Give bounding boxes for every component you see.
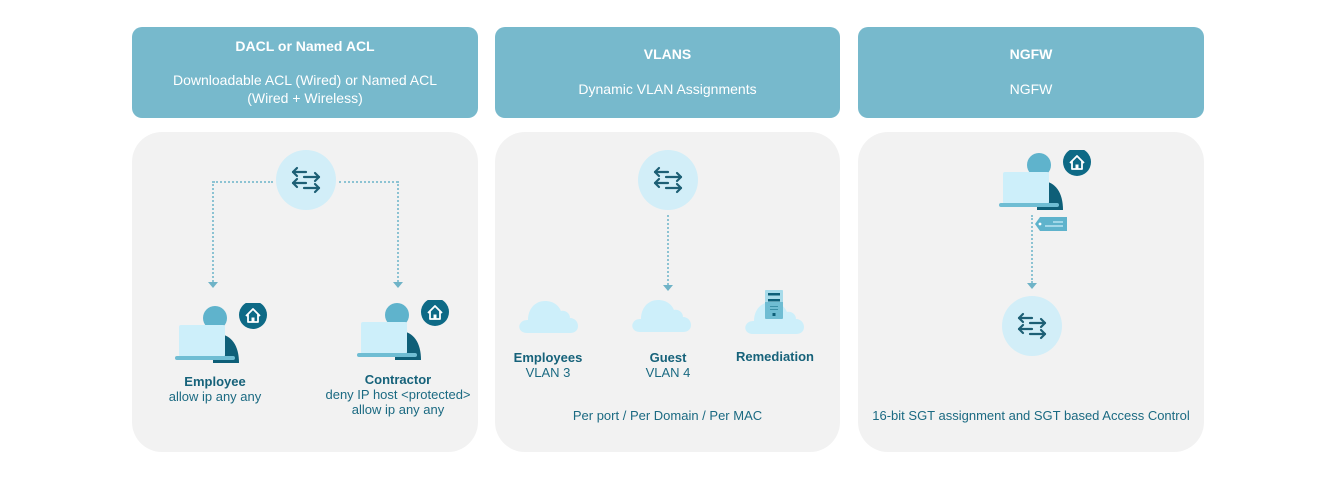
vlan-name: Employees (513, 350, 583, 365)
header-dacl: DACL or Named ACL Downloadable ACL (Wire… (132, 27, 478, 118)
header-ngfw-title: NGFW (1009, 46, 1053, 62)
sgt-tag-icon (1035, 217, 1067, 231)
connector-line (339, 181, 398, 183)
endpoint-rule: allow ip any any (351, 402, 445, 417)
vlan-id: VLAN 3 (525, 365, 571, 380)
cloud-server-icon (743, 289, 805, 335)
user-laptop-icon (173, 303, 269, 365)
arrow-down-icon (1027, 283, 1037, 289)
vlans-footer: Per port / Per Domain / Per MAC (572, 408, 763, 423)
header-vlans: VLANS Dynamic VLAN Assignments (495, 27, 840, 118)
arrow-down-icon (208, 282, 218, 288)
endpoint-rule: allow ip any any (168, 389, 262, 404)
vlan-guest: Guest VLAN 4 (618, 350, 718, 380)
vlan-name: Remediation (735, 349, 814, 364)
vlan-remediation: Remediation (725, 349, 825, 364)
vlan-employees: Employees VLAN 3 (498, 350, 598, 380)
user-laptop-icon (997, 150, 1093, 212)
swap-arrows-icon (1002, 296, 1062, 356)
arrow-down-icon (393, 282, 403, 288)
connector-line (212, 181, 214, 282)
swap-arrows-icon (276, 150, 336, 210)
header-dacl-title: DACL or Named ACL (235, 38, 375, 54)
vlan-id: VLAN 4 (645, 365, 691, 380)
header-dacl-subtitle-line2: (Wired + Wireless) (247, 90, 363, 106)
arrow-down-icon (663, 285, 673, 291)
swap-arrows-icon (638, 150, 698, 210)
header-vlans-subtitle: Dynamic VLAN Assignments (578, 81, 757, 97)
endpoint-contractor: Contractor deny IP host <protected> allo… (318, 372, 478, 417)
connector-line (213, 181, 273, 183)
endpoint-name: Employee (184, 374, 246, 389)
endpoint-employee: Employee allow ip any any (145, 374, 285, 404)
connector-line (667, 215, 669, 285)
connector-line (1031, 215, 1033, 283)
header-ngfw-subtitle: NGFW (1009, 81, 1053, 97)
header-ngfw: NGFW NGFW (858, 27, 1204, 118)
header-dacl-subtitle-line1: Downloadable ACL (Wired) or Named ACL (172, 72, 438, 88)
vlan-name: Guest (649, 350, 687, 365)
connector-line (397, 181, 399, 282)
endpoint-name: Contractor (364, 372, 432, 387)
endpoint-rule: deny IP host <protected> (325, 387, 471, 402)
ngfw-footer: 16-bit SGT assignment and SGT based Acce… (872, 408, 1190, 423)
cloud-icon (630, 297, 692, 333)
header-vlans-title: VLANS (643, 46, 692, 62)
user-laptop-icon (355, 300, 451, 362)
cloud-icon (517, 298, 579, 334)
